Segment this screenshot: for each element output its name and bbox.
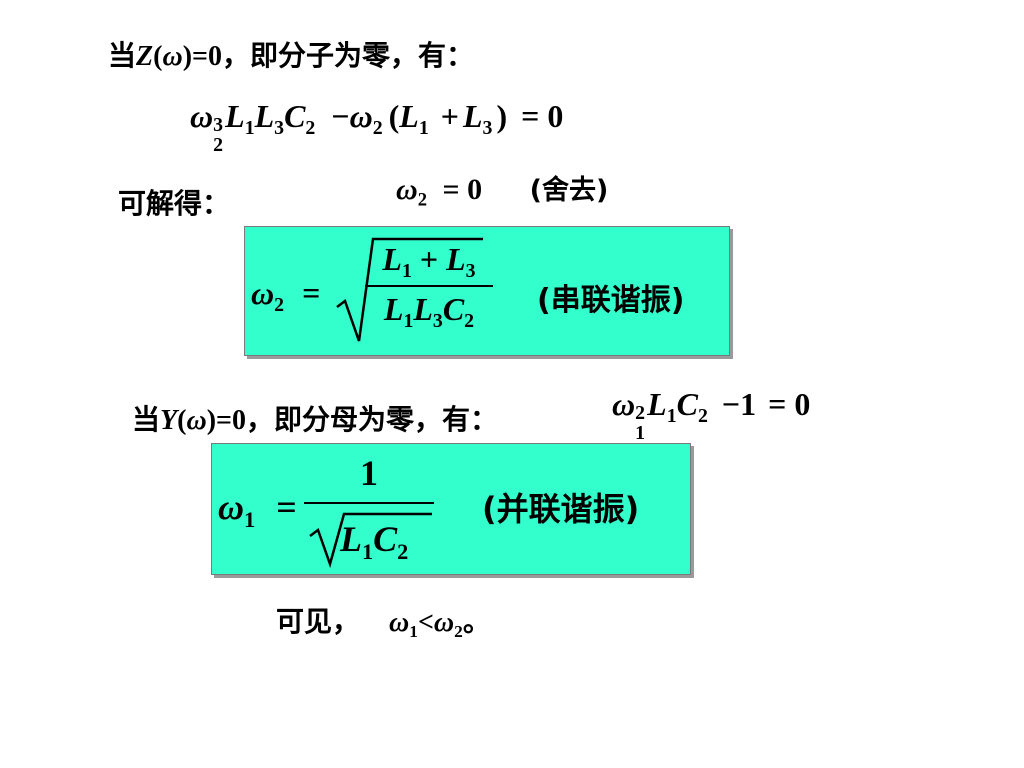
sub-1: 1 <box>409 622 418 642</box>
omega1-lhs: ω1 = <box>218 486 297 530</box>
var-z: Z <box>136 41 154 72</box>
omega-symbol: ω <box>186 405 207 436</box>
paren-open: ( <box>177 405 187 436</box>
var-l1b: L <box>399 98 419 134</box>
paren-open: ( <box>388 98 400 134</box>
sub-2: 2 <box>697 404 708 427</box>
sub-3: 3 <box>465 259 476 282</box>
paren-close: ) <box>496 98 508 134</box>
sub-1: 1 <box>401 259 412 282</box>
fraction-bar <box>304 502 434 504</box>
equals-zero: )=0 <box>182 41 222 72</box>
omega-1: ω <box>612 386 636 422</box>
sub-1: 1 <box>418 116 429 139</box>
sqrt-sign <box>336 237 483 342</box>
omega2-lhs: ω2 = <box>251 275 321 315</box>
sub-2: 2 <box>274 293 285 316</box>
equals-zero: = 0 <box>768 386 811 422</box>
equals-sign: = <box>276 487 297 527</box>
series-resonance-note: (串联谐振) <box>537 283 685 318</box>
var-l1: L <box>340 519 362 559</box>
parallel-resonance-note: (并联谐振) <box>482 490 640 528</box>
solve-label: 可解得： <box>118 187 231 220</box>
sub-1: 1 <box>244 116 255 139</box>
minus-sign: − <box>331 98 350 134</box>
omega-1: ω <box>389 607 410 638</box>
text-dang: 当 <box>132 403 161 436</box>
sub-3: 3 <box>274 116 285 139</box>
sub-1: 1 <box>362 538 374 564</box>
sqrt-sign <box>309 512 432 569</box>
sub-1: 1 <box>403 309 414 332</box>
text-numerator-zero: ，即分子为零，有： <box>221 39 474 72</box>
parallel-resonance-box: ω1 = 1 L1C2 (并联谐振) <box>211 443 691 575</box>
trivial-solution: ω2 = 0 (舍去) <box>396 168 609 209</box>
var-l1: L <box>225 98 245 134</box>
condition-line-y: 当Y(ω)=0，即分母为零，有： <box>132 398 498 438</box>
fraction-denominator: L1L3C2 <box>365 287 493 331</box>
var-l1: L <box>383 291 404 327</box>
omega-2b: ω <box>349 98 373 134</box>
var-l3: L <box>254 98 275 134</box>
equals-sign: = <box>302 275 321 311</box>
var-l3: L <box>413 291 433 327</box>
var-l1: L <box>382 241 402 277</box>
sub-3: 3 <box>482 116 493 139</box>
omega-1: ω <box>218 487 245 527</box>
omega-symbol: ω <box>162 41 183 72</box>
var-l3: L <box>446 241 466 277</box>
var-y: Y <box>160 405 178 436</box>
fraction-numerator: 1 <box>360 453 378 493</box>
var-l1: L <box>647 386 667 422</box>
plus-sign: + <box>419 241 439 277</box>
minus-sign: − <box>721 386 741 422</box>
sub-2: 2 <box>417 189 427 211</box>
fraction-parallel: 1 <box>304 452 434 504</box>
sub-1: 1 <box>666 404 677 427</box>
fraction-denominator: L1C2 <box>340 518 408 562</box>
omega-2: ω <box>433 607 455 638</box>
condition-line-z: 当Z(ω)=0，即分子为零，有： <box>108 34 474 74</box>
sub-3: 3 <box>432 309 443 332</box>
equals-zero: = 0 <box>521 98 564 134</box>
equals-zero: )=0 <box>206 405 246 436</box>
discard-note: (舍去) <box>529 175 609 206</box>
text-dang: 当 <box>108 39 137 72</box>
sub-2: 2 <box>464 309 475 332</box>
sub-2: 2 <box>305 116 316 139</box>
fraction-bar <box>365 285 493 287</box>
fraction-series: L1 + L3 L1L3C2 <box>365 241 493 331</box>
fraction-numerator: L1 + L3 <box>365 241 493 285</box>
sub-2: 2 <box>372 116 383 139</box>
paren-open: ( <box>153 41 163 72</box>
number-one: 1 <box>740 386 757 422</box>
omega-2: ω <box>396 173 418 206</box>
var-c2: C <box>284 98 306 134</box>
omega-2: ω <box>251 275 275 311</box>
var-c2: C <box>373 519 398 559</box>
var-l3b: L <box>463 98 483 134</box>
text-visible: 可见， <box>276 605 361 638</box>
less-than-sign: < <box>417 607 434 638</box>
plus-sign: + <box>440 98 459 134</box>
sub-2: 2 <box>454 622 463 642</box>
series-resonance-box: ω2 = L1 + L3 L1L3C2 (串联谐振) <box>244 226 730 356</box>
conclusion-line: 可见， ω1<ω2。 <box>276 600 491 640</box>
sub-1: 1 <box>244 506 256 532</box>
period: 。 <box>462 605 491 638</box>
sub-2: 2 <box>397 538 409 564</box>
var-c2: C <box>676 386 698 422</box>
text-denominator-zero: ，即分母为零，有： <box>245 403 498 436</box>
var-c2: C <box>442 291 465 327</box>
omega-2: ω <box>190 98 214 134</box>
equals-zero: = 0 <box>442 173 483 206</box>
